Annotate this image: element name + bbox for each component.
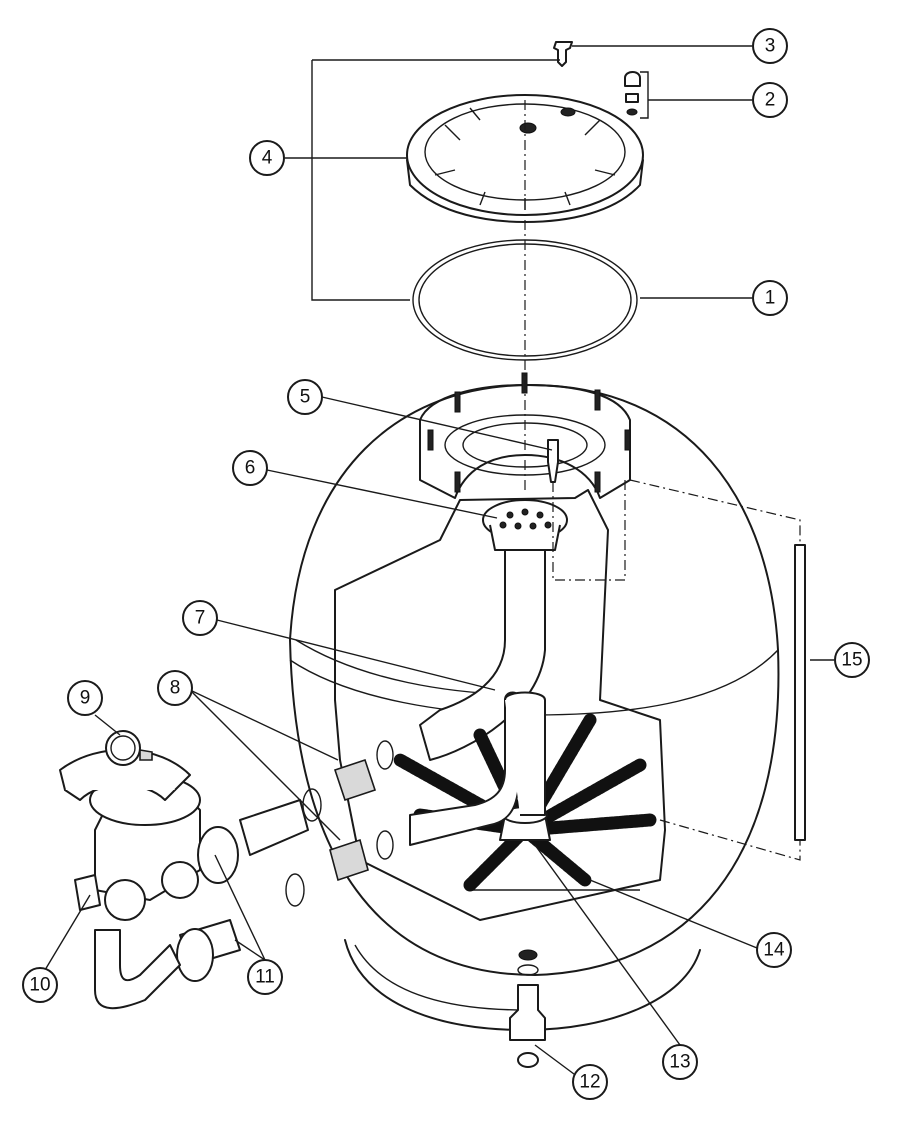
callout-9: 9 xyxy=(67,680,103,716)
callout-8: 8 xyxy=(157,670,193,706)
diffuser xyxy=(482,499,568,551)
callout-5: 5 xyxy=(287,379,323,415)
bulkhead-fittings xyxy=(285,740,394,907)
callout-label: 14 xyxy=(763,940,785,961)
callout-4: 4 xyxy=(249,140,285,176)
callout-1: 1 xyxy=(752,280,788,316)
callout-2: 2 xyxy=(752,82,788,118)
leader-lines xyxy=(44,45,834,1081)
callout-11: 11 xyxy=(247,959,283,995)
standpipe xyxy=(629,479,806,861)
callout-7: 7 xyxy=(182,600,218,636)
callout-label: 13 xyxy=(669,1052,690,1073)
flange-studs xyxy=(427,372,631,493)
callout-13: 13 xyxy=(662,1044,698,1080)
callout-label: 8 xyxy=(170,678,181,699)
callout-label: 7 xyxy=(195,608,206,629)
callout-label: 11 xyxy=(255,967,275,988)
callout-label: 1 xyxy=(765,288,776,309)
unions xyxy=(94,799,309,1010)
callout-label: 10 xyxy=(29,975,50,996)
callout-3: 3 xyxy=(752,28,788,64)
nut-and-washer xyxy=(624,71,649,119)
drain-assembly xyxy=(509,949,546,1068)
callout-label: 2 xyxy=(765,90,776,111)
callout-14: 14 xyxy=(756,932,792,968)
callout-6: 6 xyxy=(232,450,268,486)
callout-label: 9 xyxy=(80,688,91,709)
callout-label: 15 xyxy=(841,650,862,671)
lid-screw xyxy=(553,41,573,67)
callout-10: 10 xyxy=(22,967,58,1003)
callout-label: 3 xyxy=(765,36,776,57)
callout-label: 6 xyxy=(245,458,256,479)
outlet-pipe xyxy=(409,691,546,846)
callout-label: 12 xyxy=(579,1072,600,1093)
callout-label: 5 xyxy=(300,387,311,408)
air-release-tube xyxy=(547,439,626,581)
callout-12: 12 xyxy=(572,1064,608,1100)
callout-15: 15 xyxy=(834,642,870,678)
callout-label: 4 xyxy=(262,148,273,169)
multiport-valve xyxy=(59,730,201,921)
